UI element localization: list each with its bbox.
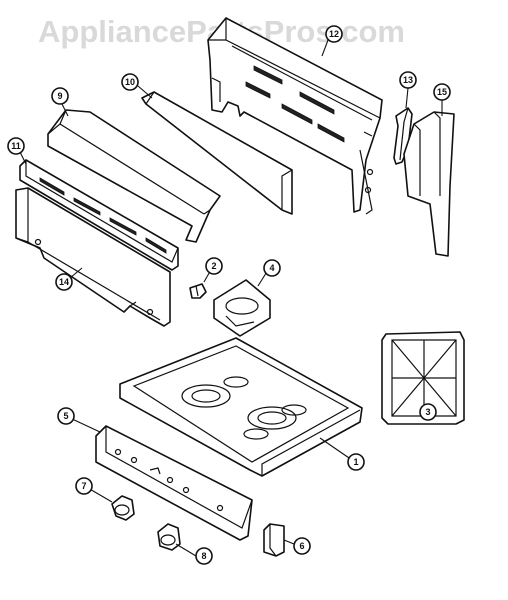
callout-label: 11 xyxy=(11,141,21,151)
part-5-front-panel[interactable] xyxy=(95,425,253,541)
callout-2[interactable]: 2 xyxy=(205,257,223,275)
callout-label: 14 xyxy=(59,277,69,287)
callout-label: 5 xyxy=(63,411,68,421)
callout-3[interactable]: 3 xyxy=(419,403,437,421)
callout-4[interactable]: 4 xyxy=(263,259,281,277)
part-14-lower-panel[interactable] xyxy=(15,187,171,327)
callout-label: 10 xyxy=(125,77,135,87)
part-2-orifice[interactable] xyxy=(189,283,207,299)
part-3-grate[interactable] xyxy=(381,331,465,425)
callout-5[interactable]: 5 xyxy=(57,407,75,425)
part-15-side-trim[interactable] xyxy=(403,111,455,257)
callout-label: 2 xyxy=(211,261,216,271)
part-4-gasket[interactable] xyxy=(213,279,271,337)
part-7-knob[interactable] xyxy=(111,495,135,521)
callout-7[interactable]: 7 xyxy=(75,477,93,495)
callout-label: 3 xyxy=(425,407,430,417)
part-11-slotted-strip[interactable] xyxy=(19,159,179,271)
callout-label: 6 xyxy=(299,541,304,551)
callout-label: 12 xyxy=(329,29,339,39)
part-8-knob[interactable] xyxy=(157,523,181,551)
callout-6[interactable]: 6 xyxy=(293,537,311,555)
callout-14[interactable]: 14 xyxy=(55,273,73,291)
part-6-block[interactable] xyxy=(263,523,285,557)
part-1-cooktop[interactable] xyxy=(119,337,363,477)
callout-label: 13 xyxy=(403,75,413,85)
part-13-bracket[interactable] xyxy=(393,107,413,165)
callout-label: 15 xyxy=(437,87,447,97)
callout-13[interactable]: 13 xyxy=(399,71,417,89)
callout-label: 8 xyxy=(201,551,206,561)
part-10-trim-strip[interactable] xyxy=(141,91,293,215)
callout-12[interactable]: 12 xyxy=(325,25,343,43)
callout-9[interactable]: 9 xyxy=(51,87,69,105)
callout-15[interactable]: 15 xyxy=(433,83,451,101)
callout-label: 9 xyxy=(57,91,62,101)
callout-label: 7 xyxy=(81,481,86,491)
callout-1[interactable]: 1 xyxy=(347,453,365,471)
callout-label: 4 xyxy=(269,263,274,273)
part-12-backguard[interactable] xyxy=(207,17,383,215)
callout-10[interactable]: 10 xyxy=(121,73,139,91)
part-9-upper-panel[interactable] xyxy=(47,109,221,243)
callout-label: 1 xyxy=(353,457,358,467)
callout-8[interactable]: 8 xyxy=(195,547,213,565)
callout-11[interactable]: 11 xyxy=(7,137,25,155)
